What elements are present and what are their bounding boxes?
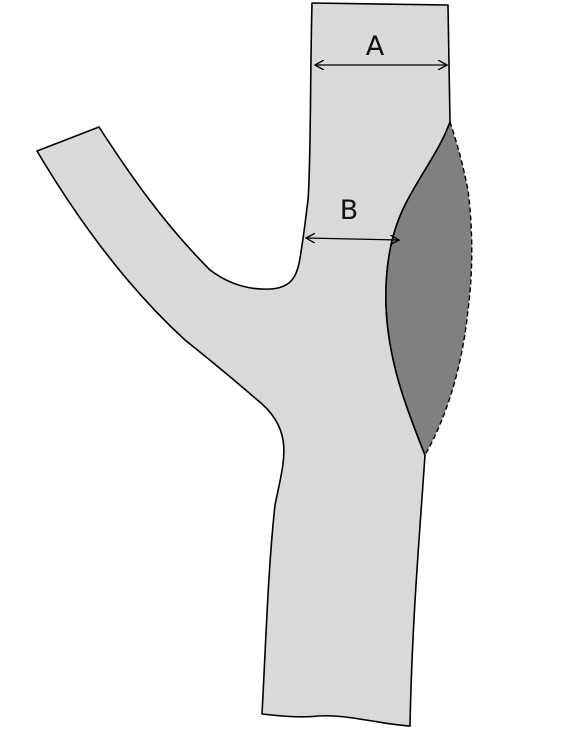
plaque-region (385, 122, 472, 455)
vessel-body (36, 2, 451, 727)
outer-wall-dashed (424, 121, 473, 456)
lumen-wall (385, 121, 451, 456)
label-a: A (366, 31, 385, 62)
label-b: B (340, 195, 359, 226)
measurement-b-arrow (306, 238, 399, 240)
